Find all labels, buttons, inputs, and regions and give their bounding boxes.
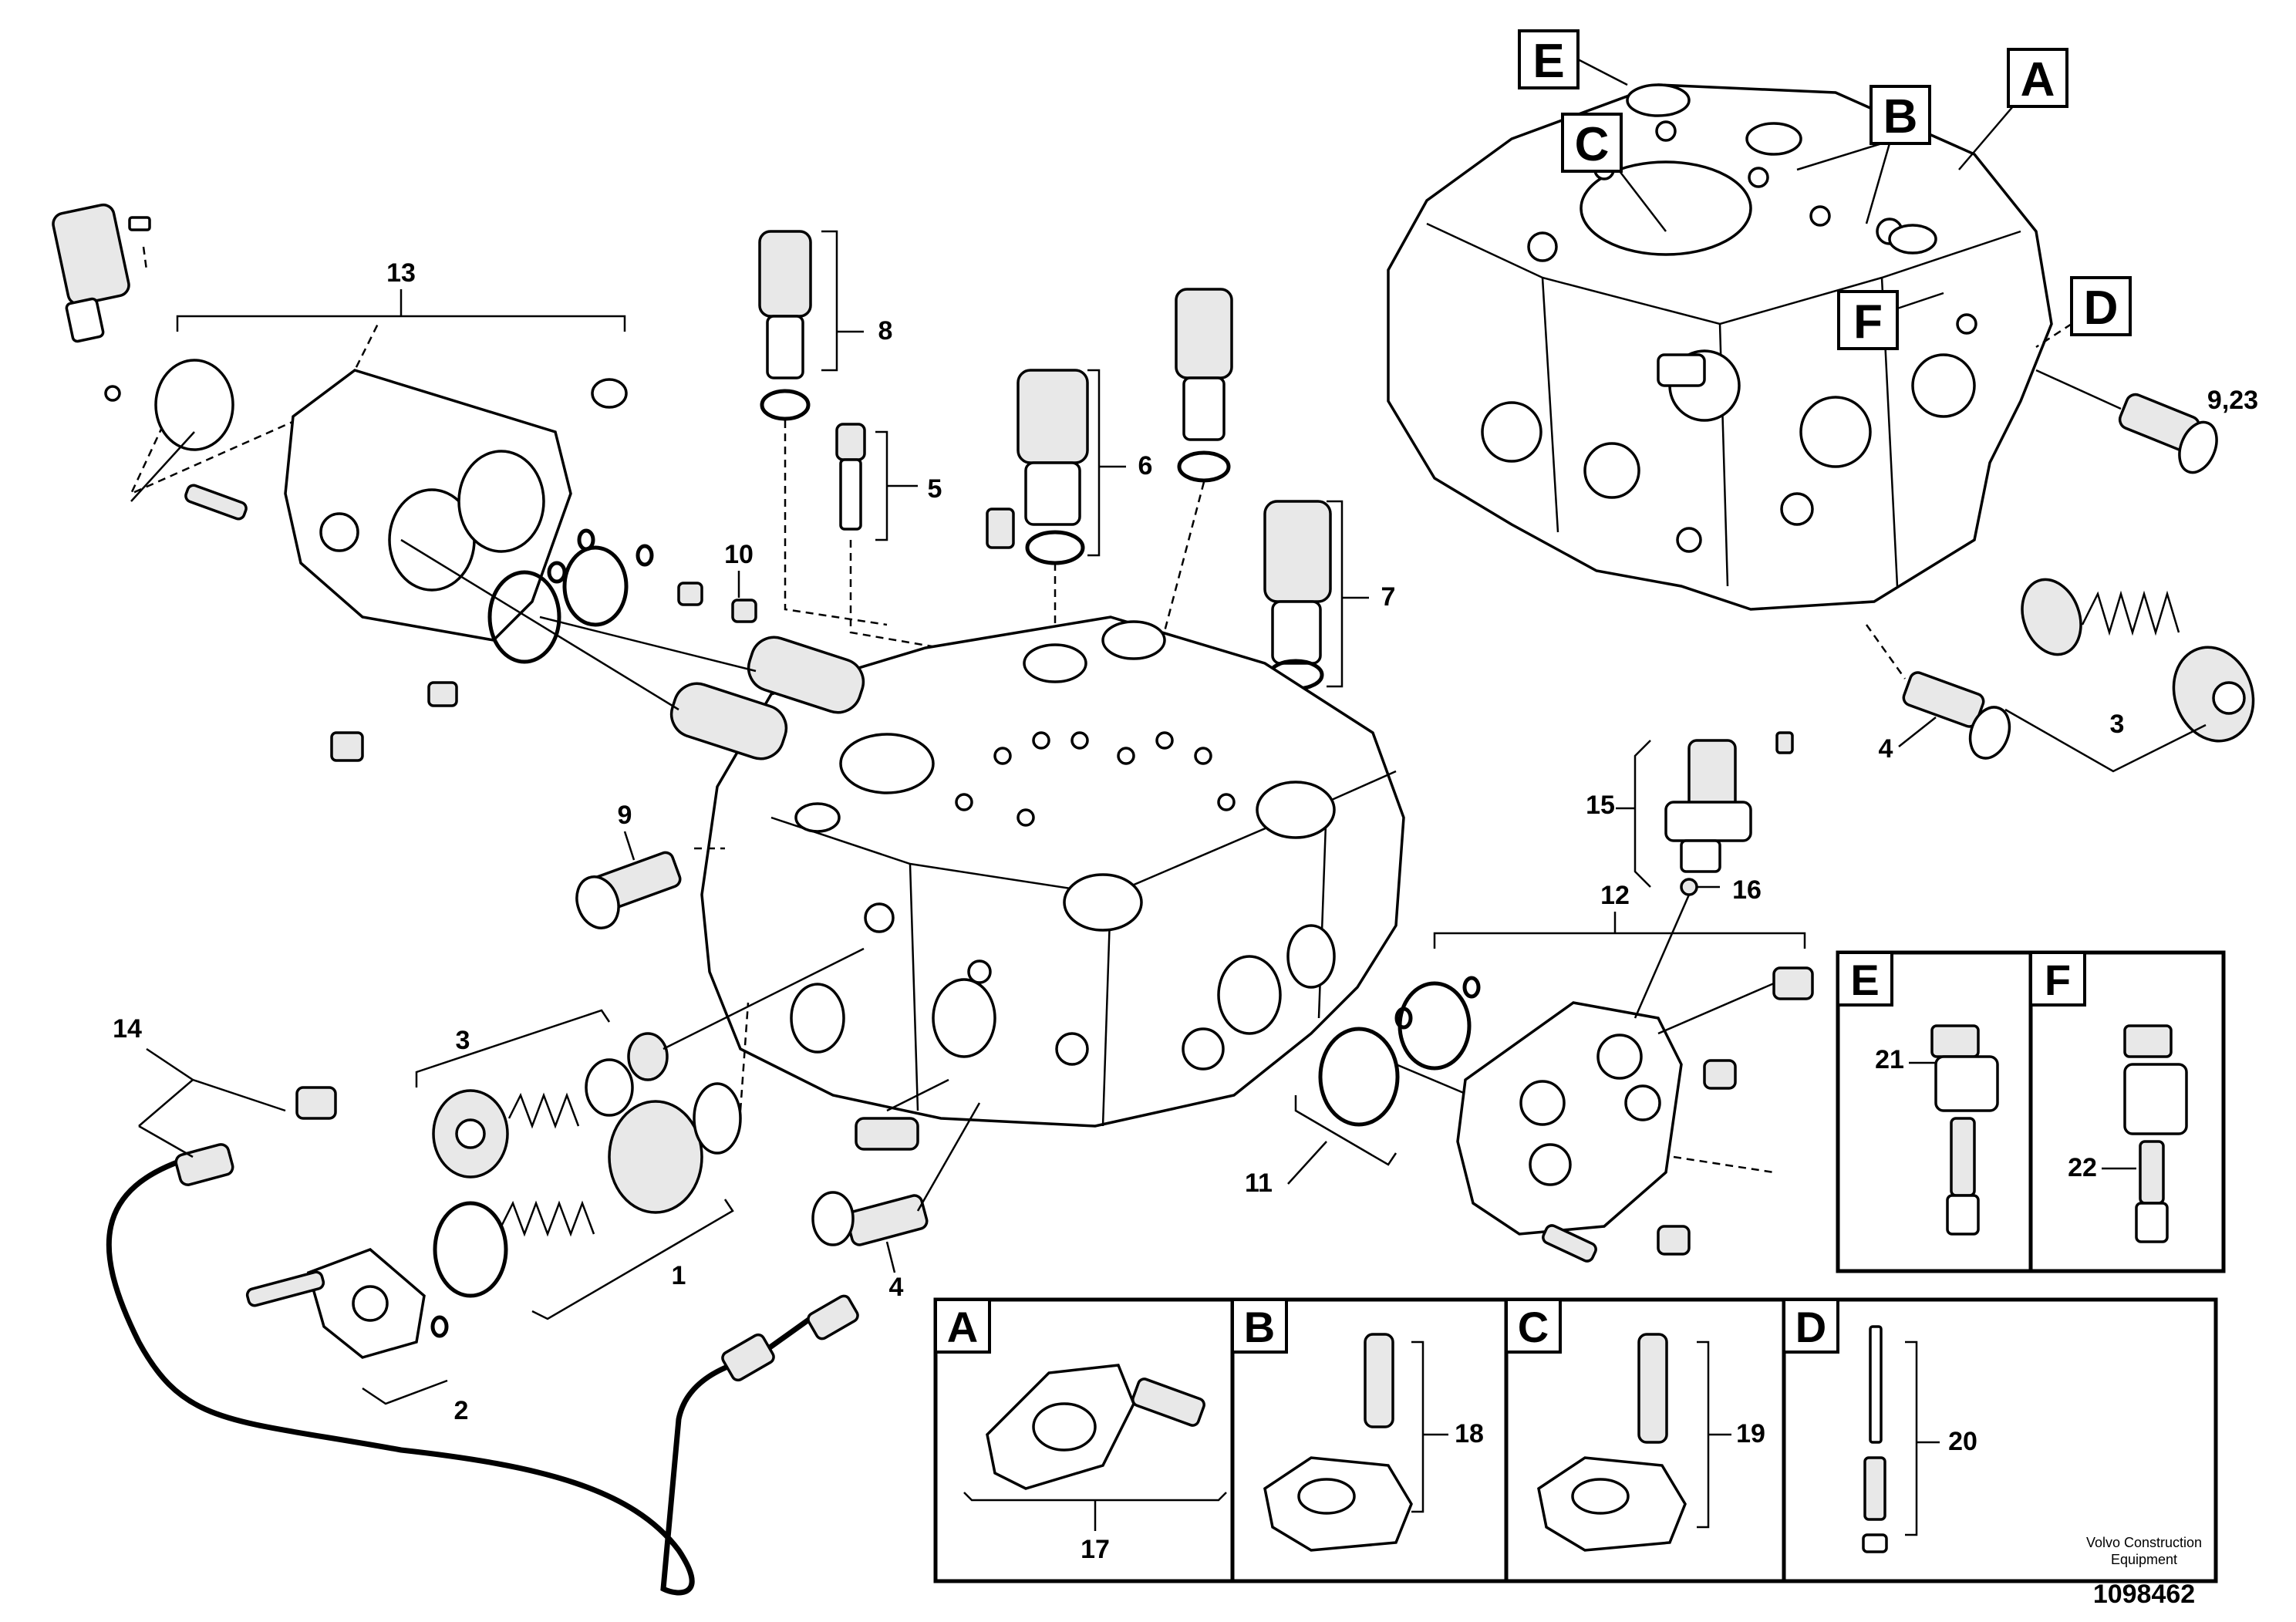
bracket-14 (138, 1078, 286, 1127)
svg-text:B: B (1883, 90, 1918, 143)
valve-8 (758, 230, 888, 626)
callout-2: 2 (454, 1396, 469, 1425)
solenoid-15 (1664, 731, 1794, 873)
callout-4-lower: 4 (889, 1273, 904, 1302)
callout-16: 16 (1732, 875, 1762, 905)
svg-text:18: 18 (1455, 1419, 1484, 1448)
end-cover-12 (1456, 966, 1814, 1263)
callout-12: 12 (1600, 881, 1630, 910)
detail-panel-EF: E F 21 22 (1836, 950, 2226, 1273)
callout-1: 1 (672, 1261, 686, 1290)
svg-text:19: 19 (1736, 1419, 1765, 1448)
view-tag-E: E (1518, 29, 1628, 89)
solenoid-22 (2123, 1024, 2188, 1243)
svg-text:E: E (1532, 35, 1564, 88)
overview-valve-block (1387, 83, 2053, 611)
flange-19 (1537, 1333, 1687, 1552)
svg-text:17: 17 (1081, 1535, 1110, 1564)
valve-5 (835, 423, 942, 649)
solenoid-sensor-13 (52, 203, 151, 402)
view-tag-D: D (2035, 276, 2132, 349)
bracket-3-lower (415, 1009, 611, 1088)
bracket-15 (1633, 740, 1651, 888)
bracket-14b (138, 1125, 194, 1158)
end-cover-13 (154, 359, 628, 642)
svg-text:C: C (1518, 1303, 1549, 1351)
svg-text:D: D (1795, 1303, 1826, 1351)
valve-6 (986, 369, 1089, 671)
bracket-1 (531, 1199, 734, 1320)
callout-9: 9 (618, 801, 632, 830)
callout-11: 11 (1245, 1168, 1273, 1198)
callout-15: 15 (1586, 791, 1615, 820)
dash-13 (129, 323, 379, 496)
bolts-13 (184, 484, 458, 762)
svg-text:E: E (1850, 956, 1879, 1004)
callout-3-upper: 3 (2110, 710, 2125, 739)
plug-9 (575, 847, 725, 929)
plug-9-23 (2035, 369, 2218, 474)
svg-text:B: B (1244, 1303, 1275, 1351)
valve-4-lower (811, 1078, 981, 1246)
view-tag-F: F (1837, 290, 1944, 350)
view-tag-A: A (1958, 48, 2068, 170)
cover-2 (245, 1247, 449, 1359)
seal-rings-13 (487, 528, 654, 664)
credit-line-2: Equipment (2111, 1552, 2177, 1567)
valve-top-right-cartridge (1094, 288, 1233, 895)
callout-9-23: 9,23 (2207, 386, 2258, 415)
callout-5: 5 (928, 474, 942, 504)
flange-18 (1263, 1333, 1413, 1552)
spool-springs-13 (400, 538, 865, 760)
callout-3-lower: 3 (456, 1026, 470, 1055)
svg-text:20: 20 (1948, 1427, 1977, 1456)
callout-14: 14 (113, 1014, 142, 1044)
bracket-6 (1087, 369, 1101, 557)
solenoid-21 (1930, 1024, 1999, 1236)
callout-7: 7 (1381, 582, 1396, 612)
view-tag-B: B (1796, 85, 1931, 224)
drawing-number: 1098462 (2093, 1580, 2195, 1609)
ball-16 (1633, 878, 1720, 1019)
bracket-12 (1433, 932, 1806, 949)
svg-text:22: 22 (2068, 1153, 2097, 1182)
bracket-5 (875, 430, 888, 541)
spring-3-upper (2021, 578, 2255, 743)
cartridge-20 (1862, 1325, 1888, 1553)
bracket-7 (1327, 500, 1344, 688)
bracket-13 (176, 315, 626, 332)
callout-13: 13 (386, 258, 416, 288)
svg-text:C: C (1575, 118, 1610, 171)
credit-line-1: Volvo Construction (2086, 1535, 2202, 1550)
detail-panel-ABCD: A B C D 17 18 19 (933, 1297, 2218, 1583)
bracket-8 (821, 230, 838, 372)
callout-8: 8 (878, 316, 893, 346)
valve-4-upper (1865, 624, 2011, 760)
svg-text:A: A (2021, 53, 2055, 106)
bracket-3-upper (2004, 708, 2207, 773)
bracket-2 (362, 1379, 448, 1405)
spring-3-lower (432, 947, 865, 1179)
svg-text:D: D (2084, 282, 2119, 335)
view-tag-C: C (1561, 113, 1667, 232)
credit-block: Volvo Construction Equipment 1098462 (2086, 1535, 2202, 1609)
callout-6: 6 (1138, 451, 1153, 481)
callout-10: 10 (724, 540, 754, 569)
bracket-11 (1294, 1095, 1397, 1166)
svg-text:A: A (947, 1303, 978, 1351)
svg-text:F: F (2045, 956, 2071, 1004)
svg-text:F: F (1853, 295, 1883, 349)
main-valve-body (700, 615, 1405, 1128)
spring-1 (433, 1002, 750, 1298)
callout-4-upper: 4 (1879, 734, 1893, 764)
svg-text:21: 21 (1875, 1045, 1904, 1074)
connector-13 (130, 431, 195, 502)
clamp-17 (986, 1364, 1205, 1490)
fittings-10 (677, 582, 757, 623)
